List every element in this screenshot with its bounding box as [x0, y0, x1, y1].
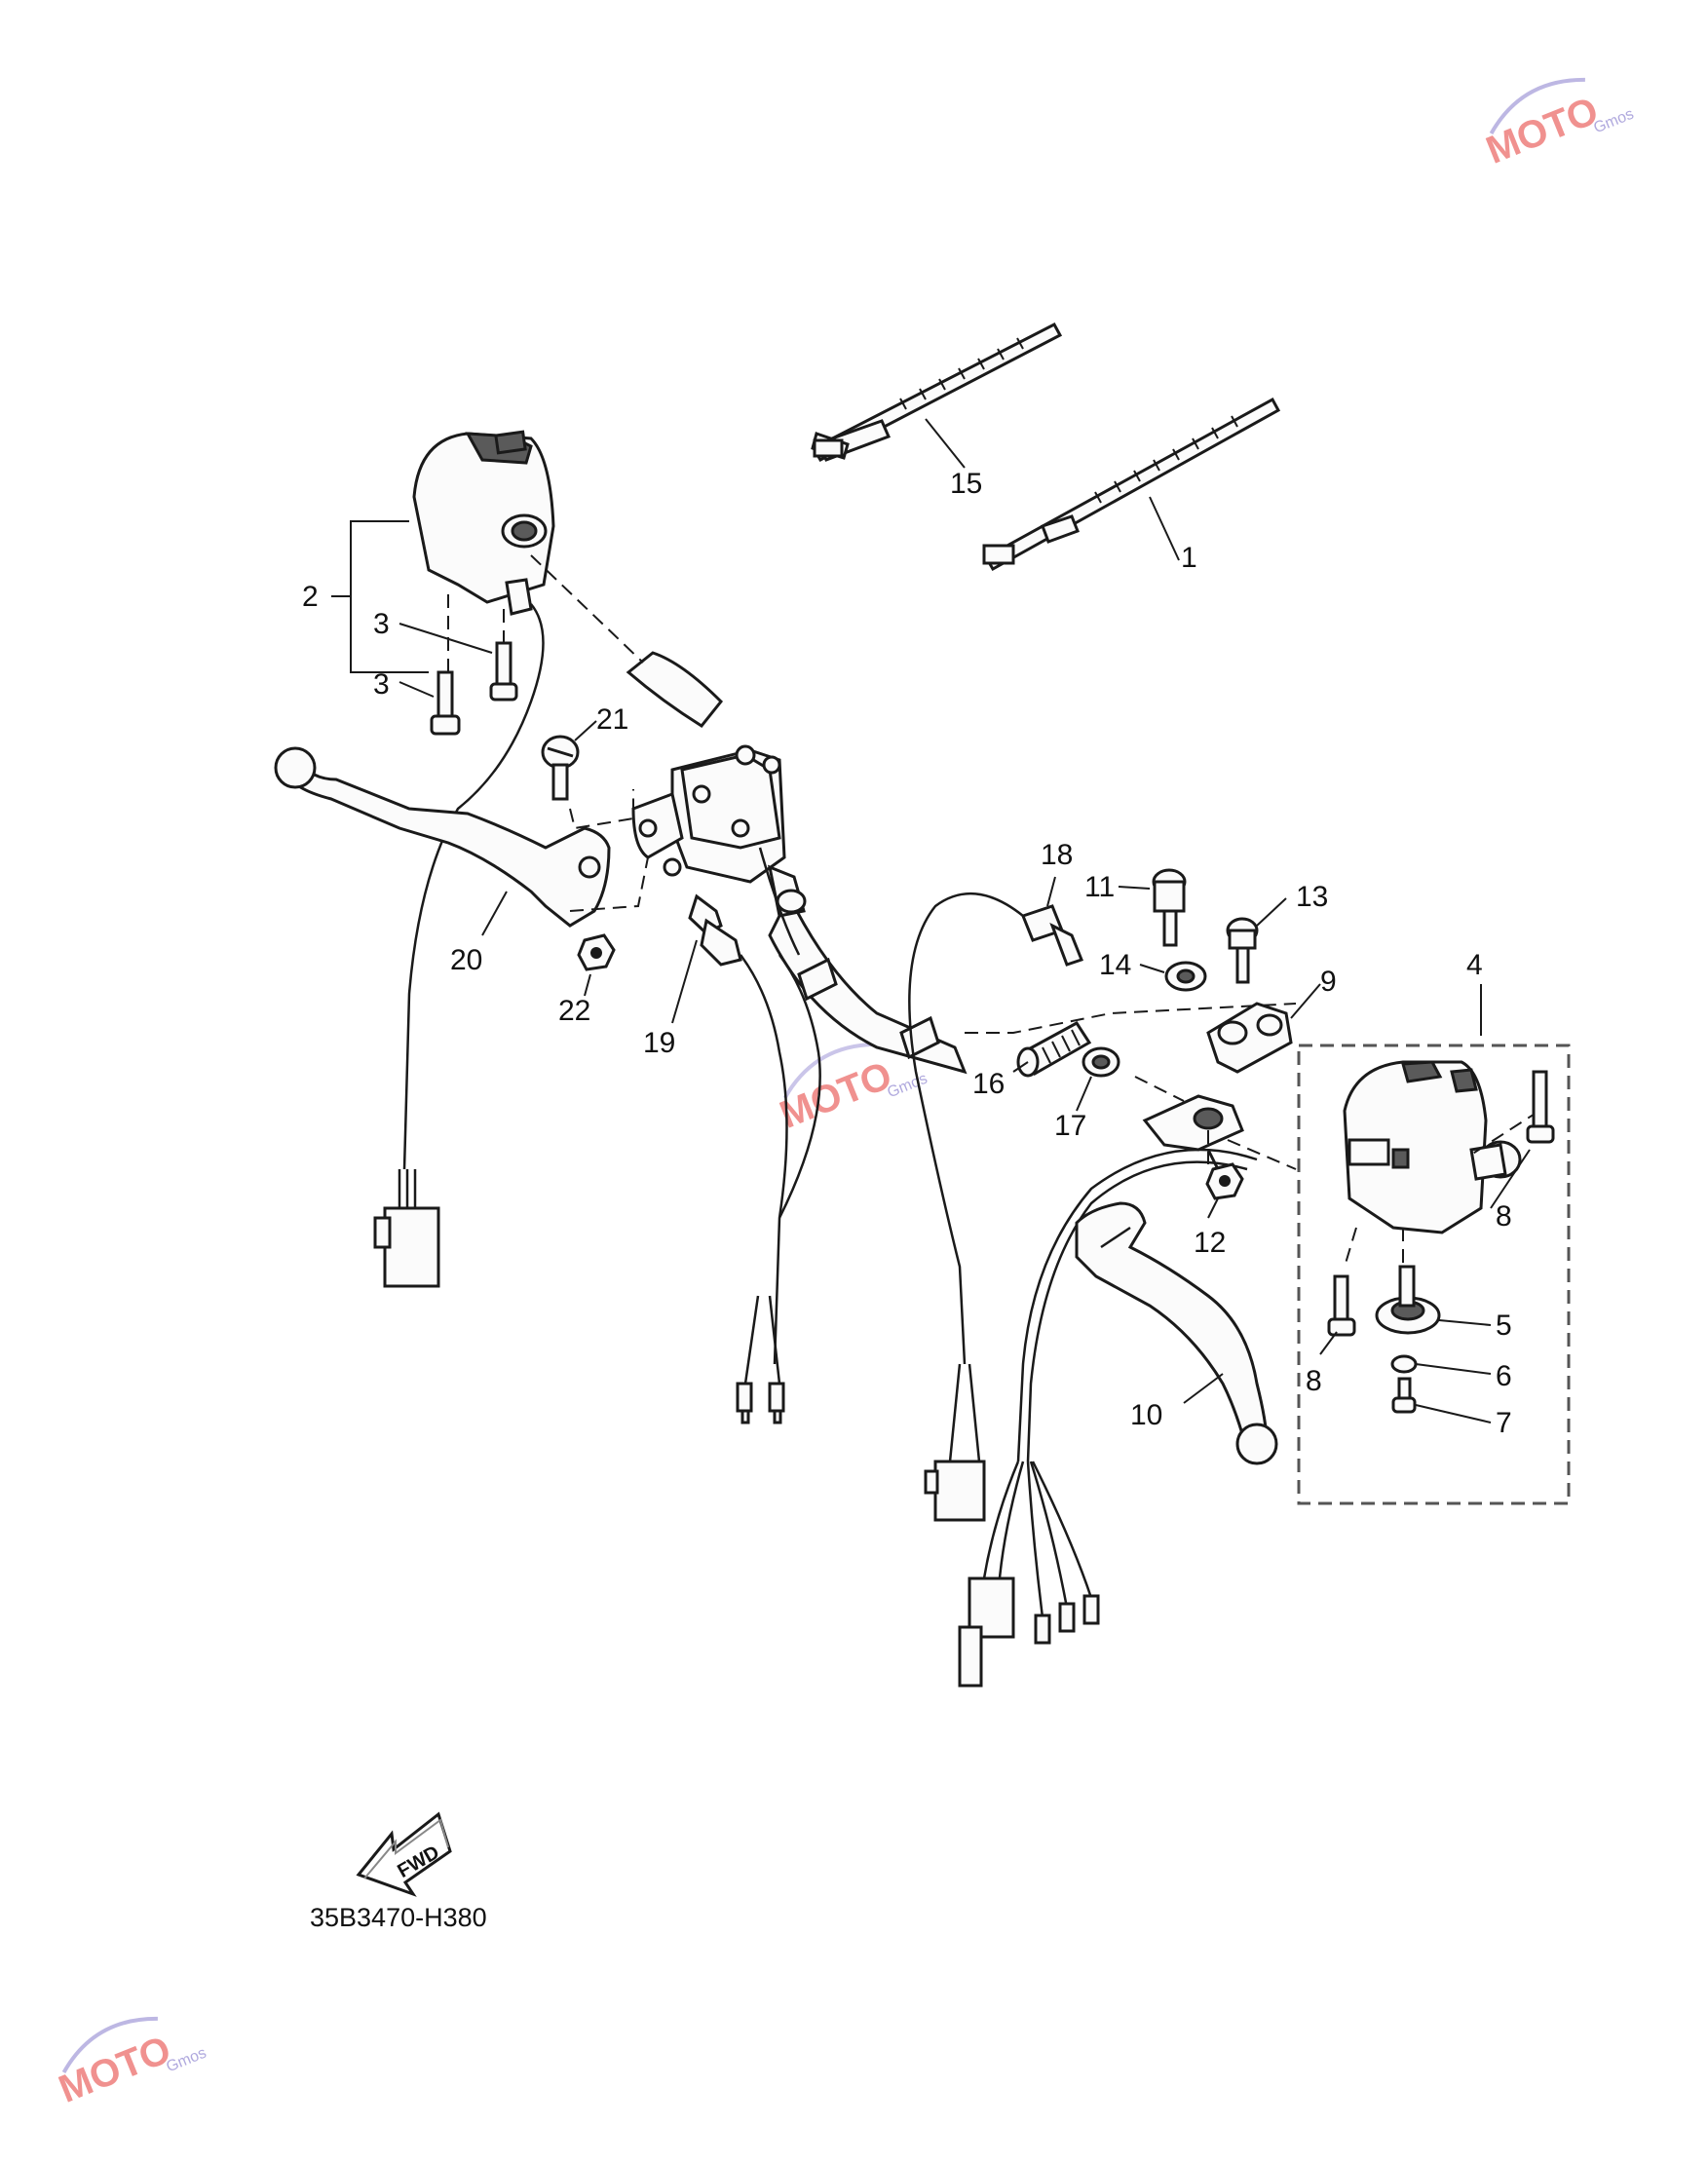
- nut-22: [577, 933, 616, 971]
- callout-16: 16: [972, 1068, 1005, 1100]
- callout-9: 9: [1320, 966, 1337, 998]
- callout-11: 11: [1084, 871, 1115, 903]
- left-switch-connector: [373, 1169, 440, 1288]
- svg-text:Gmos: Gmos: [885, 1071, 930, 1102]
- brake-switch-19: [688, 893, 821, 1424]
- callout-14: 14: [1099, 949, 1131, 981]
- fwd-arrow: FWD: [356, 1811, 452, 1897]
- screw-3-lower: [430, 670, 461, 736]
- svg-text:MOTO: MOTO: [53, 2028, 176, 2110]
- brake-master-cylinder: [631, 744, 807, 956]
- dash-lever-pivot: [569, 856, 649, 912]
- callout-20: 20: [450, 944, 482, 976]
- screw-7: [1391, 1377, 1417, 1414]
- hose-clamps: [797, 957, 940, 1060]
- callout-7: 7: [1496, 1407, 1512, 1439]
- callout-18: 18: [1041, 839, 1073, 871]
- callouts: 1 15 2 3 3 21 20 22 19 18 11 13 14 9 4 1…: [302, 468, 1512, 1439]
- callout-2: 2: [302, 581, 319, 613]
- callout-10: 10: [1130, 1399, 1162, 1431]
- callout-17: 17: [1054, 1110, 1086, 1142]
- bolt-13: [1226, 917, 1259, 984]
- callout-1: 1: [1181, 542, 1197, 574]
- callout-3b: 3: [373, 668, 390, 701]
- switch-part-5: [1375, 1265, 1441, 1335]
- cable-tie-1: [982, 397, 1281, 572]
- callout-21: 21: [596, 703, 628, 736]
- screw-3-upper: [489, 641, 518, 702]
- right-harness-connectors: [924, 1363, 1100, 1688]
- screw-8-lower: [1327, 1274, 1356, 1337]
- svg-text:Gmos: Gmos: [164, 2045, 209, 2076]
- svg-text:MOTO: MOTO: [774, 1053, 897, 1136]
- callout-8a: 8: [1496, 1200, 1512, 1233]
- clutch-lever-10: [1075, 1201, 1278, 1465]
- brake-lever-20: [274, 746, 611, 928]
- washer-14: [1164, 961, 1207, 992]
- bolt-21: [541, 735, 634, 830]
- callout-8b: 8: [1306, 1365, 1322, 1397]
- bolt-11: [1152, 868, 1187, 947]
- watermark-top-right: MOTO Gmos: [1480, 77, 1636, 172]
- callout-12: 12: [1194, 1227, 1226, 1259]
- screw-8-right: [1526, 1070, 1555, 1144]
- leader-lines: [331, 418, 1531, 1424]
- callout-19: 19: [643, 1027, 675, 1059]
- cable-tie-15: [811, 322, 1063, 462]
- washer-6: [1390, 1354, 1418, 1374]
- callout-22: 22: [558, 995, 590, 1027]
- callout-5: 5: [1496, 1310, 1512, 1342]
- lever-holder-9: [1134, 1002, 1293, 1164]
- callout-3a: 3: [373, 608, 390, 640]
- svg-text:MOTO: MOTO: [1480, 89, 1604, 171]
- callout-6: 6: [1496, 1360, 1512, 1392]
- callout-13: 13: [1296, 881, 1328, 913]
- right-handlebar-switch: [1343, 1060, 1540, 1268]
- nut-12: [1205, 1162, 1244, 1200]
- callout-15: 15: [950, 468, 982, 500]
- left-handlebar-switch: [402, 430, 555, 1170]
- watermark-bottom-left: MOTO Gmos: [53, 2016, 209, 2111]
- callout-4: 4: [1466, 949, 1483, 981]
- clutch-switch-18: [908, 892, 1083, 1365]
- diagram-code: 35B3470-H380: [310, 1903, 487, 1932]
- svg-text:Gmos: Gmos: [1591, 106, 1636, 137]
- adjuster-16: [1016, 1021, 1092, 1078]
- locknut-17: [1082, 1046, 1120, 1078]
- switch-assembly-box: [1297, 1044, 1571, 1505]
